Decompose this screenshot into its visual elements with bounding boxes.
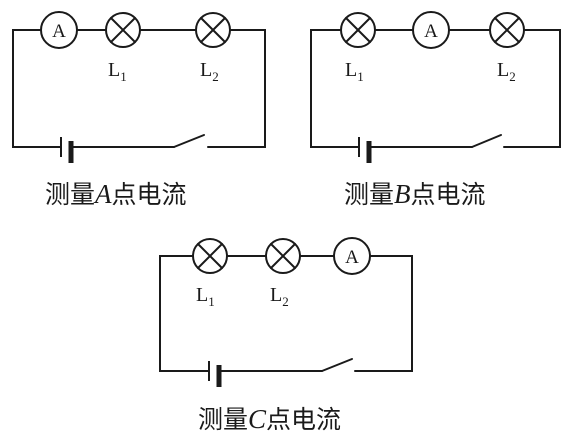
wire-top-right [354, 255, 413, 372]
caption-measure-b: 测量B点电流 [344, 179, 486, 209]
circuit-measure-c: L1 L2 A 测量C点电流 [159, 237, 413, 434]
lamp-l2-icon [265, 238, 301, 274]
lamp-l2-icon [489, 12, 525, 48]
circuit-measure-a: A L1 L2 测量A点电流 [12, 11, 266, 209]
caption-measure-a: 测量A点电流 [45, 179, 187, 209]
ammeter-letter: A [345, 247, 359, 268]
lamp-l1-label: L1 [196, 284, 215, 309]
caption-measure-c: 测量C点电流 [198, 404, 341, 434]
lamp-l1-label: L1 [345, 59, 364, 84]
battery [208, 361, 222, 387]
battery [60, 137, 74, 163]
lamp-l1-icon [340, 12, 376, 48]
switch [173, 134, 205, 148]
lamp-l2-label: L2 [497, 59, 516, 84]
switch [471, 134, 502, 148]
ammeter-icon: A [333, 237, 371, 275]
battery [358, 137, 372, 163]
ammeter-icon: A [40, 11, 78, 49]
wire-top-right [503, 29, 561, 148]
lamp-l2-icon [195, 12, 231, 48]
lamp-l1-label: L1 [108, 59, 127, 84]
switch [321, 358, 353, 372]
lamp-l2-label: L2 [200, 59, 219, 84]
lamp-l1-icon [105, 12, 141, 48]
lamp-l1-icon [192, 238, 228, 274]
lamp-l2-label: L2 [270, 284, 289, 309]
ammeter-icon: A [412, 11, 450, 49]
wire-top-left [12, 29, 62, 148]
ammeter-letter: A [424, 21, 438, 42]
circuit-measure-b: L1 A L2 测量B点电流 [310, 11, 561, 209]
wire-top-left [310, 29, 360, 148]
ammeter-letter: A [52, 21, 66, 42]
wire-top-left [159, 255, 210, 372]
wire-top-right [207, 29, 266, 148]
